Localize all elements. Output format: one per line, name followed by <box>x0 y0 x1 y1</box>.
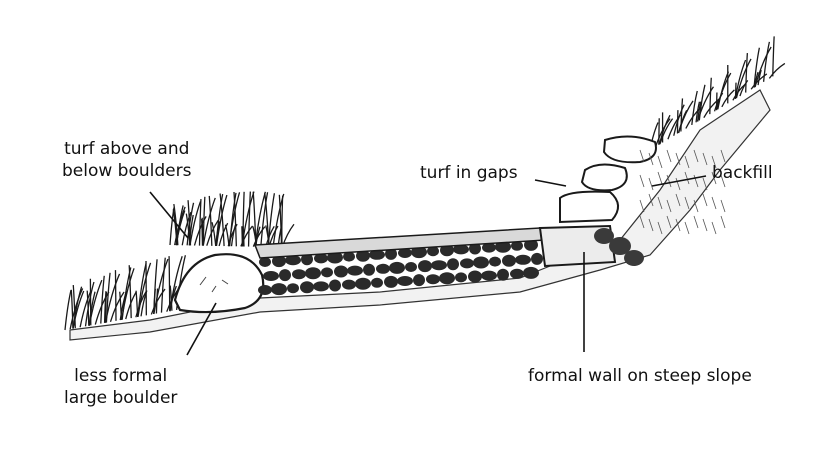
cobble-stone <box>523 267 539 279</box>
cobble-stone <box>376 264 390 274</box>
label-turf-boulders: turf above and below boulders <box>62 138 191 182</box>
cobble-stone <box>489 257 501 267</box>
grass-blade <box>65 290 71 330</box>
cobble-stone <box>271 283 287 295</box>
cobble-stone <box>473 257 489 269</box>
grass-blade <box>169 256 170 311</box>
label-formal-wall-text: formal wall on steep slope <box>528 365 752 387</box>
cobble-stone <box>258 285 272 295</box>
cobble-stone <box>531 253 543 265</box>
label-less-formal: less formal large boulder <box>64 365 177 409</box>
backfill-stroke <box>721 200 725 212</box>
cobble-stone <box>300 281 314 293</box>
large-boulder <box>175 254 263 312</box>
backfill-stroke <box>658 156 662 168</box>
cobble-stone <box>497 269 509 281</box>
cobble-stone <box>431 260 447 270</box>
label-turf-gaps: turf in gaps <box>420 162 518 184</box>
cobble-stone <box>439 272 455 284</box>
grass-blade <box>710 78 711 114</box>
backfill-stroke <box>694 216 698 228</box>
cobble-stone <box>279 269 291 281</box>
backfill-stroke <box>640 200 644 212</box>
cobble-stone <box>321 267 333 277</box>
cobble-stone <box>468 271 482 283</box>
cobble-stone <box>502 255 516 267</box>
grass-blade <box>769 63 785 78</box>
grass-blade <box>773 36 774 76</box>
grass-blade <box>115 270 116 321</box>
cobble-stone <box>447 258 459 270</box>
backfill-stroke <box>658 172 662 184</box>
leader-turf-gaps <box>535 180 566 186</box>
grass-blade <box>200 199 201 246</box>
grass-blade <box>681 98 683 131</box>
label-less-formal-line2: large boulder <box>64 387 177 409</box>
cobble-stone <box>287 283 299 293</box>
label-backfill-text: backfill <box>712 162 773 184</box>
label-turf-gaps-text: turf in gaps <box>420 162 518 184</box>
grass-blade <box>106 273 110 323</box>
grass-blade <box>156 289 157 314</box>
grass-blade <box>129 265 131 318</box>
backfill-stroke <box>712 197 716 209</box>
cobble-stone <box>263 271 279 281</box>
cobble-stone <box>363 264 375 276</box>
cobble-stone <box>347 266 363 276</box>
cobble-stone <box>305 267 321 279</box>
label-formal-wall: formal wall on steep slope <box>528 365 752 387</box>
cobble-stone <box>460 258 474 268</box>
grass-blade <box>136 291 138 317</box>
cobble-stone <box>510 269 524 279</box>
backfill-stroke <box>685 222 689 234</box>
cobble-stone <box>397 276 413 286</box>
grass-blade <box>746 53 748 93</box>
backfill-stroke <box>703 194 707 206</box>
label-turf-boulders-line1: turf above and <box>62 138 191 160</box>
cobble-stone <box>384 276 398 288</box>
cobble-stone <box>355 278 371 290</box>
grass-blade <box>161 258 165 313</box>
cobble-stone <box>313 281 329 291</box>
backfill-stroke <box>712 222 716 234</box>
cobble-stone <box>515 255 531 265</box>
grass-center <box>170 192 294 248</box>
cobble-stone <box>329 280 341 292</box>
cobble-stone <box>342 280 356 290</box>
cobble-stone <box>413 274 425 286</box>
cobble-stone <box>455 272 467 282</box>
cobble-stone <box>426 274 440 284</box>
cobble-stone <box>481 271 497 281</box>
cobble-stone <box>405 262 417 272</box>
label-turf-boulders-line2: below boulders <box>62 160 191 182</box>
backfill-stroke <box>649 178 653 190</box>
cobble-stone <box>389 262 405 274</box>
cobble-stone <box>418 260 432 272</box>
label-backfill: backfill <box>712 162 773 184</box>
cobble-stone <box>292 269 306 279</box>
backfill-stroke <box>703 219 707 231</box>
backfill-stroke <box>667 150 671 162</box>
grass-blade <box>202 219 203 246</box>
label-less-formal-line1: less formal <box>64 365 177 387</box>
cobble-stone <box>334 266 348 278</box>
grass-blade <box>249 192 251 247</box>
grass-blade <box>764 42 770 82</box>
backfill-stroke <box>721 216 725 228</box>
backfill-stroke <box>640 175 644 187</box>
cobble-stone <box>371 278 383 288</box>
grass-blade <box>225 225 229 246</box>
